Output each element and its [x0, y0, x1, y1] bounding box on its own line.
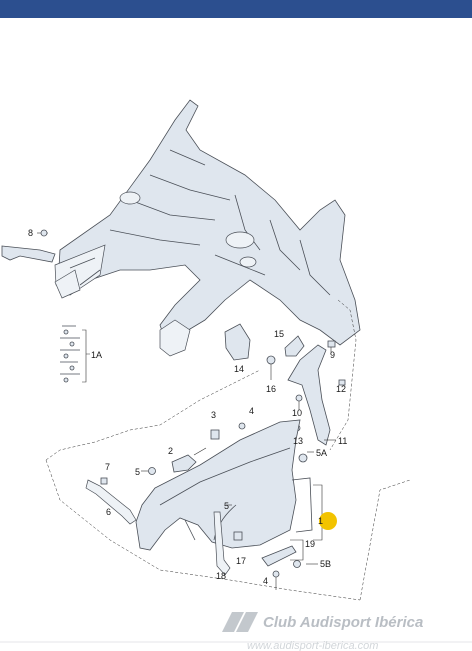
part-7-clip [100, 477, 108, 485]
header-bar [0, 0, 472, 18]
part-3-clip [210, 429, 220, 440]
callout-16: 16 [266, 384, 276, 394]
callout-10: 10 [292, 408, 302, 418]
callout-6: 6 [106, 507, 111, 517]
part-15-bracket [284, 335, 305, 357]
body-shell [54, 99, 361, 357]
part-6-strip [85, 479, 137, 525]
part-18-seal [213, 511, 231, 576]
part-2-bracket [171, 454, 197, 473]
part-4-top-bolt [238, 422, 246, 430]
callout-8: 8 [28, 228, 33, 238]
callouts: 8 1A 15 9 14 16 12 3 4 10 13 2 11 7 5 5A… [28, 228, 347, 586]
callout-5-left: 5 [135, 467, 140, 477]
callout-4-top: 4 [249, 406, 254, 416]
callout-1-highlight: 1 [318, 512, 337, 530]
strut-mount-right [225, 231, 255, 249]
strut-mount-left [119, 191, 141, 205]
part-17-clip [233, 531, 243, 541]
part-9-bolt [327, 340, 336, 352]
part-16-bolt [266, 355, 276, 380]
callout-5A: 5A [316, 448, 327, 458]
callout-19: 19 [305, 539, 315, 549]
part-1A-clips [60, 325, 90, 383]
club-logo-icon [222, 612, 258, 632]
callout-7: 7 [105, 462, 110, 472]
callout-17: 17 [236, 556, 246, 566]
front-rail-end [159, 319, 191, 357]
fender-panel [135, 419, 301, 551]
callout-18: 18 [216, 571, 226, 581]
part-14-bracket [224, 323, 251, 361]
watermark: Club Audisport Ibérica www.audisport-ibe… [0, 612, 472, 651]
callout-15: 15 [274, 329, 284, 339]
watermark-brand: Club Audisport Ibérica [263, 614, 423, 631]
callout-1: 1 [318, 516, 323, 526]
callout-13: 13 [293, 436, 303, 446]
part-5-left-bolt [148, 467, 156, 475]
callout-2: 2 [168, 446, 173, 456]
group-leader-top [45, 369, 261, 461]
callout-14: 14 [234, 364, 244, 374]
callout-12: 12 [336, 384, 346, 394]
fender-rear-flange [291, 477, 313, 533]
callout-3: 3 [211, 410, 216, 420]
callout-11: 11 [338, 436, 347, 446]
part-8-bracket [1, 229, 56, 263]
group-leader-bottom [45, 459, 361, 601]
callout-1A: 1A [91, 350, 102, 360]
callout-4-bottom: 4 [263, 576, 268, 586]
part-11-liner [287, 344, 331, 446]
part-4-bottom-bolt [272, 570, 280, 590]
part-19-bracket [261, 545, 297, 567]
callout-5B: 5B [320, 559, 331, 569]
highlight-circle [319, 512, 337, 530]
callout-9: 9 [330, 350, 335, 360]
watermark-url: www.audisport-iberica.com [247, 640, 378, 651]
callout-5-mid: 5 [224, 501, 229, 511]
part-10-bolt [295, 394, 303, 410]
exploded-parts-diagram: 8 1A 15 9 14 16 12 3 4 10 13 2 11 7 5 5A… [1, 99, 411, 601]
part-12-clip [338, 379, 346, 386]
part-5A-nut [298, 453, 308, 463]
part-5B-nut [293, 560, 301, 568]
